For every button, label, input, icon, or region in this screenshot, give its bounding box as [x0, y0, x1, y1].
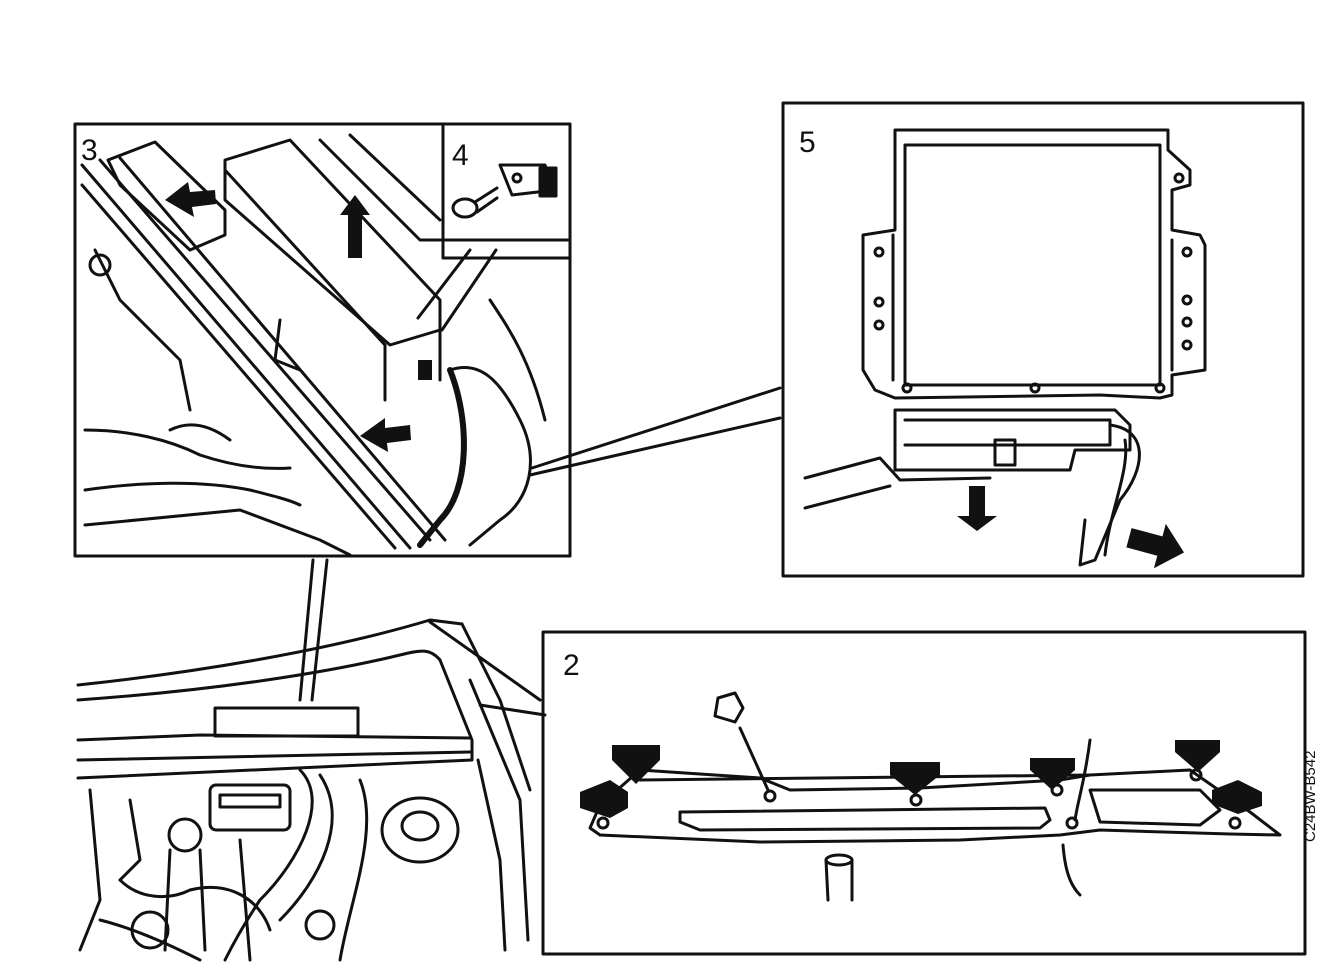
panel-3 [73, 122, 572, 558]
panel-4 [441, 122, 572, 260]
panel-5 [781, 101, 1305, 578]
panel-label-4: 4 [452, 139, 469, 172]
removal-arrows-panel-5 [957, 486, 1185, 569]
callout-leaders [298, 248, 782, 717]
engine-bay-overview [76, 618, 542, 962]
panel-label-2: 2 [563, 649, 580, 682]
panel-label-5: 5 [799, 126, 816, 159]
panel-2 [541, 630, 1307, 956]
removal-arrows-panel-3 [165, 182, 432, 452]
clip-arrows-panel-2 [580, 740, 1262, 818]
figure-code: C24BW-B542 [1302, 750, 1319, 842]
panel-label-3: 3 [81, 134, 98, 167]
